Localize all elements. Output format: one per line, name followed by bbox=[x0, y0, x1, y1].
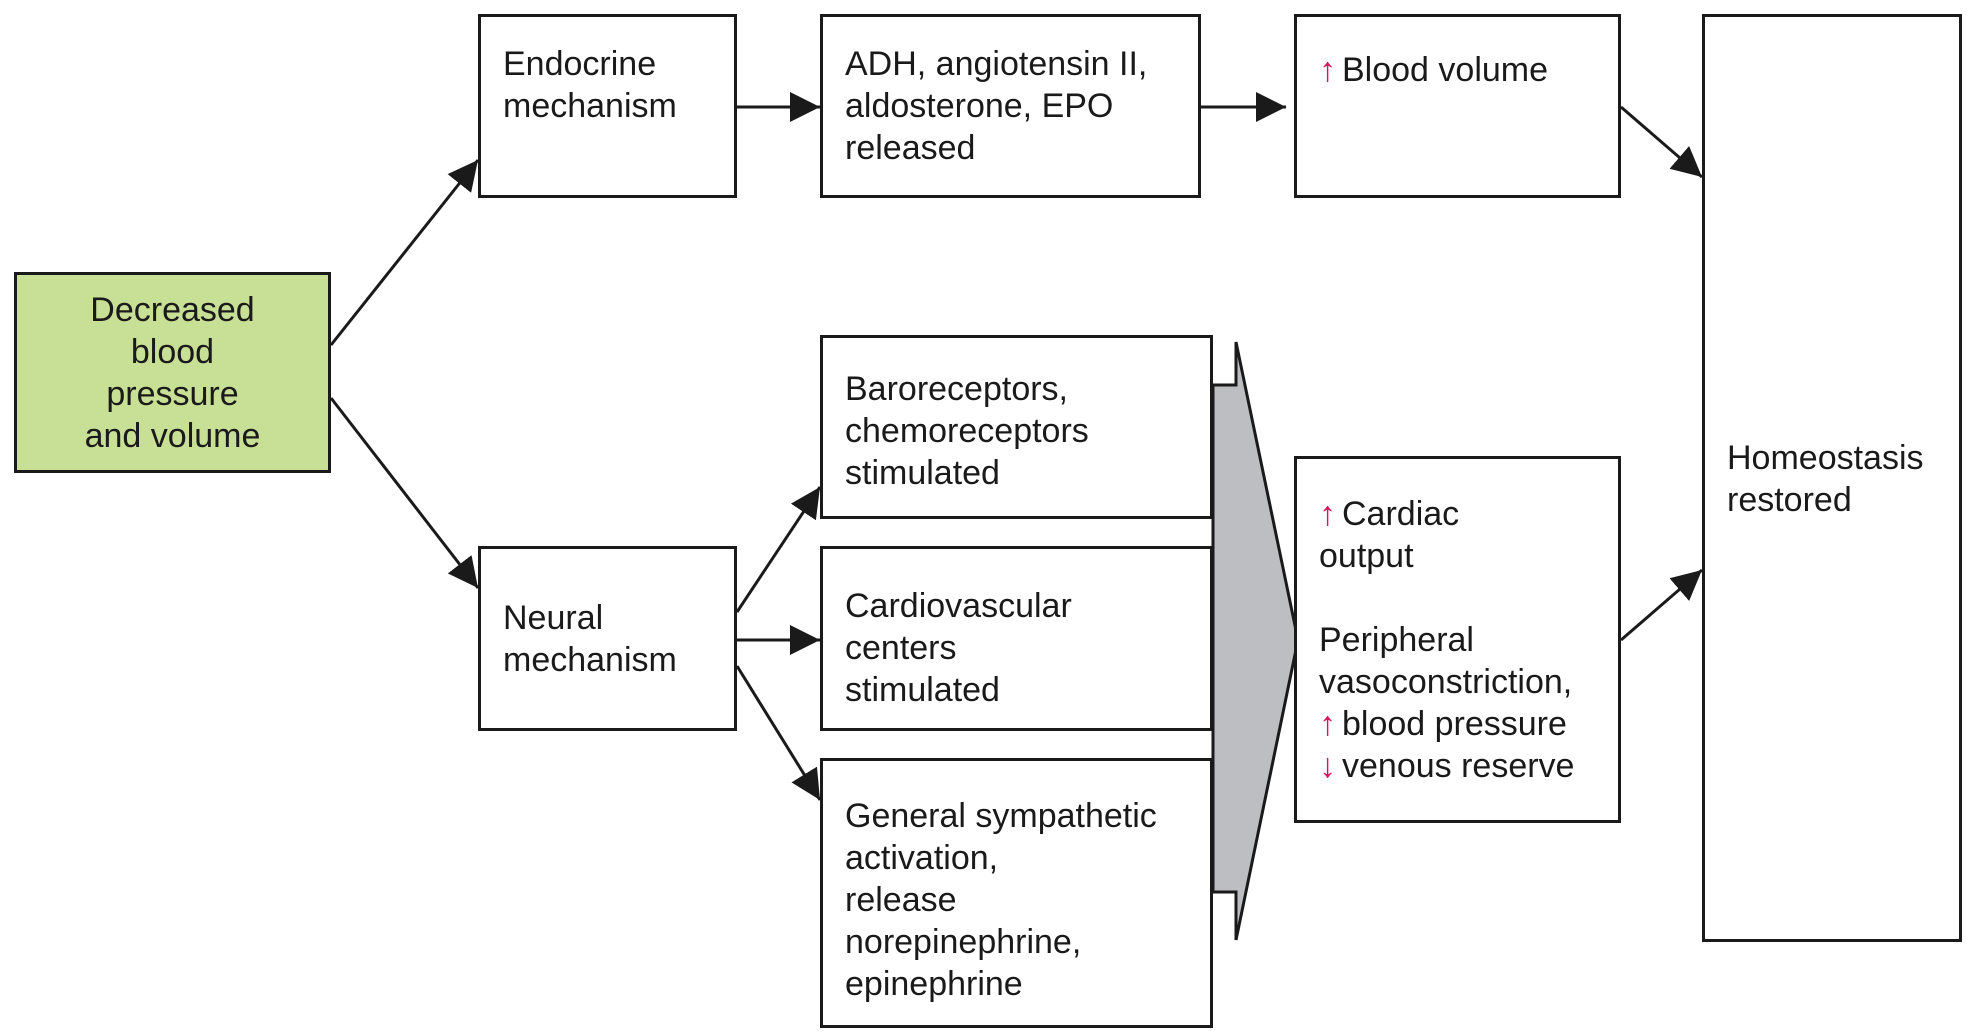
node-hormones-released: ADH, angiotensin II, aldosterone, EPO re… bbox=[820, 14, 1201, 198]
arrow-start-to-neural bbox=[329, 397, 480, 589]
node-text: mechanism bbox=[503, 641, 677, 679]
node-sympathetic-activation: General sympathetic activation, release … bbox=[820, 758, 1213, 1028]
node-text: epinephrine bbox=[845, 965, 1023, 1003]
node-text: General sympathetic bbox=[845, 797, 1157, 835]
node-text: blood pressure bbox=[1342, 705, 1567, 743]
node-text: Blood volume bbox=[1342, 51, 1549, 89]
node-text: centers bbox=[845, 629, 957, 667]
node-text: and volume bbox=[84, 416, 261, 455]
node-text: Cardiovascular bbox=[845, 587, 1072, 625]
node-text: released bbox=[845, 129, 976, 167]
node-text: stimulated bbox=[845, 671, 1000, 709]
down-arrow-icon: ↓ bbox=[1319, 747, 1336, 785]
node-homeostasis-restored: Homeostasis restored bbox=[1702, 14, 1962, 942]
node-text: restored bbox=[1727, 481, 1852, 519]
node-text: ADH, angiotensin II, bbox=[845, 45, 1148, 83]
node-cardiovascular-centers: Cardiovascular centers stimulated bbox=[820, 546, 1213, 731]
arrow-start-to-endocrine bbox=[329, 159, 480, 346]
node-decreased-blood-pressure: Decreased blood pressure and volume bbox=[14, 272, 331, 473]
node-text: ↑blood pressure bbox=[1319, 703, 1618, 745]
node-neural-mechanism: Neural mechanism bbox=[478, 546, 737, 731]
node-text: Decreased bbox=[90, 290, 255, 329]
arrow-neural-to-receptors bbox=[735, 486, 822, 613]
node-text: activation, bbox=[845, 839, 999, 877]
node-endocrine-mechanism: Endocrine mechanism bbox=[478, 14, 737, 198]
node-receptors-stimulated: Baroreceptors, chemoreceptors stimulated bbox=[820, 335, 1213, 519]
node-text: Cardiac bbox=[1342, 495, 1460, 533]
node-text: blood bbox=[130, 332, 215, 371]
node-text: ↓venous reserve bbox=[1319, 745, 1618, 787]
node-text: release bbox=[845, 881, 957, 919]
arrow-neural-to-sympathetic bbox=[735, 665, 822, 801]
node-text: chemoreceptors bbox=[845, 412, 1089, 450]
up-arrow-icon: ↑ bbox=[1319, 495, 1336, 533]
arrow-effects-to-homeostasis bbox=[1620, 568, 1703, 642]
node-text: stimulated bbox=[845, 454, 1000, 492]
node-text: vasoconstriction, bbox=[1319, 663, 1573, 701]
node-text: output bbox=[1319, 537, 1414, 575]
node-text: Endocrine bbox=[503, 45, 657, 83]
node-text: mechanism bbox=[503, 87, 677, 125]
node-text: Homeostasis bbox=[1727, 439, 1924, 477]
node-text: ↑Cardiac bbox=[1319, 493, 1618, 535]
node-text: venous reserve bbox=[1342, 747, 1575, 785]
convergence-funnel bbox=[1211, 341, 1300, 941]
node-text: aldosterone, EPO bbox=[845, 87, 1114, 125]
node-blood-volume: ↑Blood volume bbox=[1294, 14, 1621, 198]
arrow-blood-volume-to-homeostasis bbox=[1620, 105, 1703, 179]
node-text: norepinephrine, bbox=[845, 923, 1082, 961]
node-text: Peripheral bbox=[1319, 621, 1474, 659]
up-arrow-icon: ↑ bbox=[1319, 51, 1336, 89]
node-text: Baroreceptors, bbox=[845, 370, 1068, 408]
spacer bbox=[1319, 577, 1618, 619]
node-text: pressure bbox=[106, 374, 239, 413]
up-arrow-icon: ↑ bbox=[1319, 705, 1336, 743]
node-text: Neural bbox=[503, 599, 604, 637]
node-text: ↑Blood volume bbox=[1319, 49, 1618, 91]
node-cardiovascular-effects: ↑Cardiac output Peripheral vasoconstrict… bbox=[1294, 456, 1621, 823]
